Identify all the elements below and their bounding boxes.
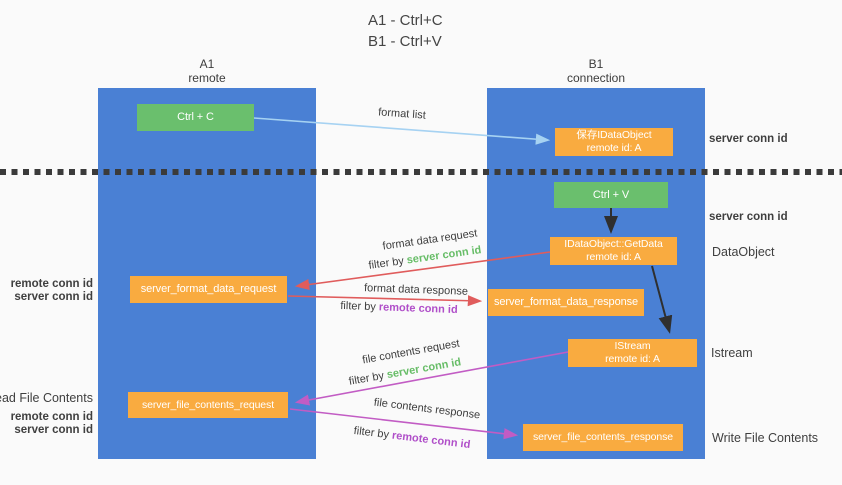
node-ctrl-v: Ctrl + V — [554, 182, 668, 208]
arrow-format-data-response — [287, 295, 483, 307]
node-server-file-contents-request-label: server_file_contents_request — [141, 398, 275, 411]
annotation-istream: Istream — [711, 346, 753, 360]
node-save-idataobject-line1: 保存IDataObject — [576, 129, 652, 141]
title-line-2: B1 - Ctrl+V — [368, 33, 442, 50]
lane-b1-role: connection — [566, 71, 626, 85]
node-server-file-contents-request: server_file_contents_request — [128, 392, 288, 418]
annotation-server-conn-id-left-bottom: server conn id — [14, 424, 93, 436]
title-line-1: A1 - Ctrl+C — [368, 12, 443, 29]
boundary-dotted-line — [0, 169, 842, 175]
annotation-server-conn-id-top: server conn id — [709, 133, 788, 145]
node-server-file-contents-response-label: server_file_contents_response — [532, 431, 674, 443]
diagram-title: A1 - Ctrl+C B1 - Ctrl+V — [368, 10, 443, 52]
node-idataobject-getdata-line1: IDataObject::GetData — [564, 238, 663, 250]
node-save-idataobject: 保存IDataObject remote id: A — [555, 128, 673, 156]
annotation-server-conn-id-left-top: server conn id — [14, 291, 93, 303]
node-server-format-data-response: server_format_data_response — [488, 289, 644, 316]
filter-prefix: filter by — [340, 299, 380, 314]
lane-a1-name: A1 — [199, 57, 215, 71]
annotation-read-file-contents: Read File Contents — [0, 391, 93, 405]
lane-a1-role: remote — [188, 71, 226, 85]
node-server-format-data-response-label: server_format_data_response — [493, 296, 639, 308]
arrow-getdata-to-istream — [651, 265, 673, 334]
annotation-server-conn-id-mid: server conn id — [709, 211, 788, 223]
node-istream-line1: IStream — [614, 340, 651, 352]
annotation-remote-conn-id-left-bottom: remote conn id — [10, 411, 93, 423]
lane-b1-name: B1 — [588, 57, 604, 71]
node-idataobject-getdata: IDataObject::GetData remote id: A — [550, 237, 677, 265]
lane-header-b1: B1 connection — [536, 57, 656, 85]
annotation-write-file-contents: Write File Contents — [712, 431, 819, 445]
node-save-idataobject-line2: remote id: A — [586, 142, 642, 154]
lane-header-a1: A1 remote — [147, 57, 267, 85]
annotation-dataobject: DataObject — [712, 245, 775, 259]
node-server-file-contents-response: server_file_contents_response — [523, 424, 683, 451]
arrow-file-contents-response — [289, 408, 519, 440]
node-server-format-data-request-label: server_format_data_request — [140, 283, 277, 295]
node-istream: IStream remote id: A — [568, 339, 697, 367]
node-ctrl-c-label: Ctrl + C — [177, 111, 214, 123]
arrow-file-contents-request — [294, 351, 569, 406]
arrow-format-data-request — [294, 251, 551, 291]
node-ctrl-v-label: Ctrl + V — [592, 188, 630, 201]
node-ctrl-c: Ctrl + C — [137, 104, 254, 131]
node-istream-line2: remote id: A — [605, 353, 660, 365]
node-server-format-data-request: server_format_data_request — [130, 276, 287, 303]
annotation-remote-conn-id-left-top: remote conn id — [10, 278, 93, 290]
node-idataobject-getdata-line2: remote id: A — [586, 251, 641, 263]
arrow-format-list — [253, 117, 551, 145]
